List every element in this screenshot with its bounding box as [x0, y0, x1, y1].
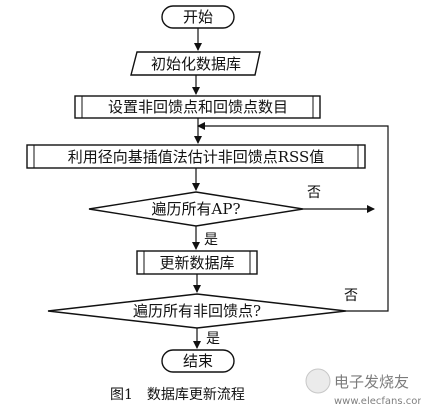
estimate-label: 利用径向基插值法估计非回馈点RSS值 — [68, 148, 325, 166]
end-label: 结束 — [183, 352, 213, 370]
set-points-node: 设置非回馈点和回馈点数目 — [74, 95, 321, 119]
watermark-url: www.elecfans.com — [334, 396, 421, 407]
set-points-label: 设置非回馈点和回馈点数目 — [108, 98, 288, 116]
decision-ap-label: 遍历所有AP? — [152, 200, 241, 218]
update-db-node: 更新数据库 — [136, 250, 258, 275]
decision-points-node: 遍历所有非回馈点? — [47, 293, 347, 329]
start-label: 开始 — [183, 8, 213, 26]
watermark-logo: 电子发烧友 www.elecfans.com — [305, 368, 421, 407]
init-db-node: 初始化数据库 — [130, 51, 261, 76]
figure-caption: 图1 数据库更新流程 — [110, 387, 245, 403]
arrow-points-no-loop — [197, 122, 389, 312]
end-node: 结束 — [161, 349, 235, 373]
estimate-node: 利用径向基插值法估计非回馈点RSS值 — [26, 144, 366, 169]
no-label-2: 否 — [344, 288, 358, 304]
start-node: 开始 — [161, 5, 235, 29]
init-db-label: 初始化数据库 — [151, 55, 241, 73]
decision-points-label: 遍历所有非回馈点? — [133, 302, 261, 320]
yes-label-1: 是 — [204, 232, 218, 248]
decision-ap-node: 遍历所有AP? — [88, 191, 304, 227]
yes-label-2: 是 — [206, 331, 220, 347]
watermark-brand: 电子发烧友 — [334, 373, 409, 391]
no-label-1: 否 — [307, 185, 321, 201]
update-db-label: 更新数据库 — [159, 254, 234, 272]
